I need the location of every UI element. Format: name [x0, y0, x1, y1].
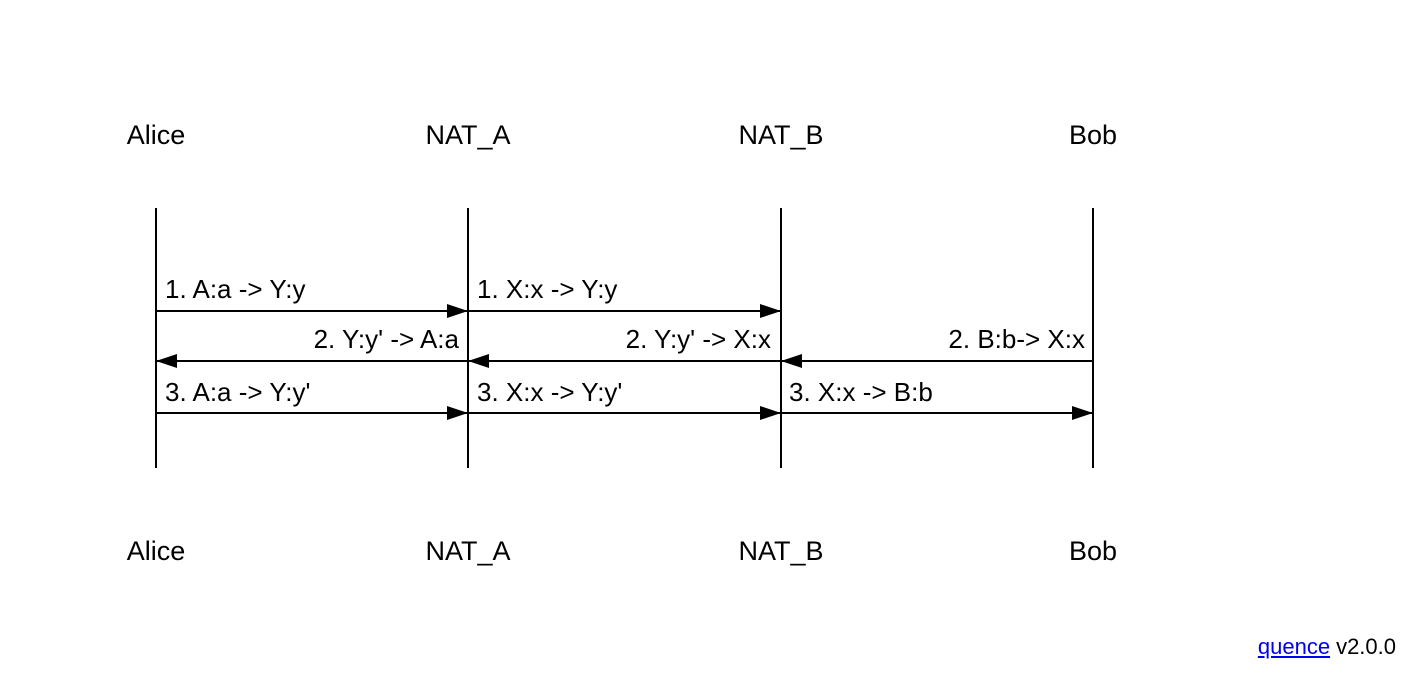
- arrowhead-left-icon: [781, 354, 802, 368]
- participant-top-bob: Bob: [1068, 120, 1118, 150]
- participant-top-nat-b: NAT_B: [738, 120, 824, 150]
- message-label-2-bob-nat-b: 2. B:b-> X:x: [948, 324, 1085, 354]
- arrowhead-left-icon: [468, 354, 489, 368]
- arrowhead-right-icon: [1072, 406, 1093, 420]
- lifeline-alice: [155, 208, 157, 468]
- participant-bottom-bob: Bob: [1068, 536, 1118, 566]
- message-arrow-1-alice-nat-a: [156, 304, 468, 318]
- message-label-1-alice-nat-a: 1. A:a -> Y:y: [165, 274, 306, 304]
- participant-top-alice: Alice: [126, 120, 186, 150]
- message-arrow-2-nat-a-alice: [156, 354, 468, 368]
- message-arrow-1-nat-a-nat-b: [468, 304, 781, 318]
- version-text: v2.0.0: [1336, 634, 1396, 659]
- participant-bottom-alice: Alice: [126, 536, 186, 566]
- quence-link[interactable]: quence: [1257, 634, 1331, 659]
- participant-bottom-nat-b: NAT_B: [738, 536, 824, 566]
- message-label-3-nat-b-bob: 3. X:x -> B:b: [789, 377, 933, 407]
- message-arrow-3-nat-a-nat-b: [468, 406, 781, 420]
- message-arrow-2-bob-nat-b: [781, 354, 1093, 368]
- arrowhead-left-icon: [156, 354, 177, 368]
- lifeline-bob: [1092, 208, 1094, 468]
- message-label-2-nat-b-nat-a: 2. Y:y' -> X:x: [625, 324, 771, 354]
- message-label-1-nat-a-nat-b: 1. X:x -> Y:y: [477, 274, 618, 304]
- lifeline-nat-b: [780, 208, 782, 468]
- participant-bottom-nat-a: NAT_A: [425, 536, 511, 566]
- message-arrow-2-nat-b-nat-a: [468, 354, 781, 368]
- lifeline-nat-a: [467, 208, 469, 468]
- message-label-3-alice-nat-a: 3. A:a -> Y:y': [165, 377, 311, 407]
- arrowhead-right-icon: [760, 406, 781, 420]
- arrowhead-right-icon: [447, 304, 468, 318]
- message-arrow-3-alice-nat-a: [156, 406, 468, 420]
- participant-top-nat-a: NAT_A: [425, 120, 511, 150]
- message-label-2-nat-a-alice: 2. Y:y' -> A:a: [313, 324, 459, 354]
- message-label-3-nat-a-nat-b: 3. X:x -> Y:y': [477, 377, 623, 407]
- arrowhead-right-icon: [760, 304, 781, 318]
- arrowhead-right-icon: [447, 406, 468, 420]
- message-arrow-3-nat-b-bob: [781, 406, 1093, 420]
